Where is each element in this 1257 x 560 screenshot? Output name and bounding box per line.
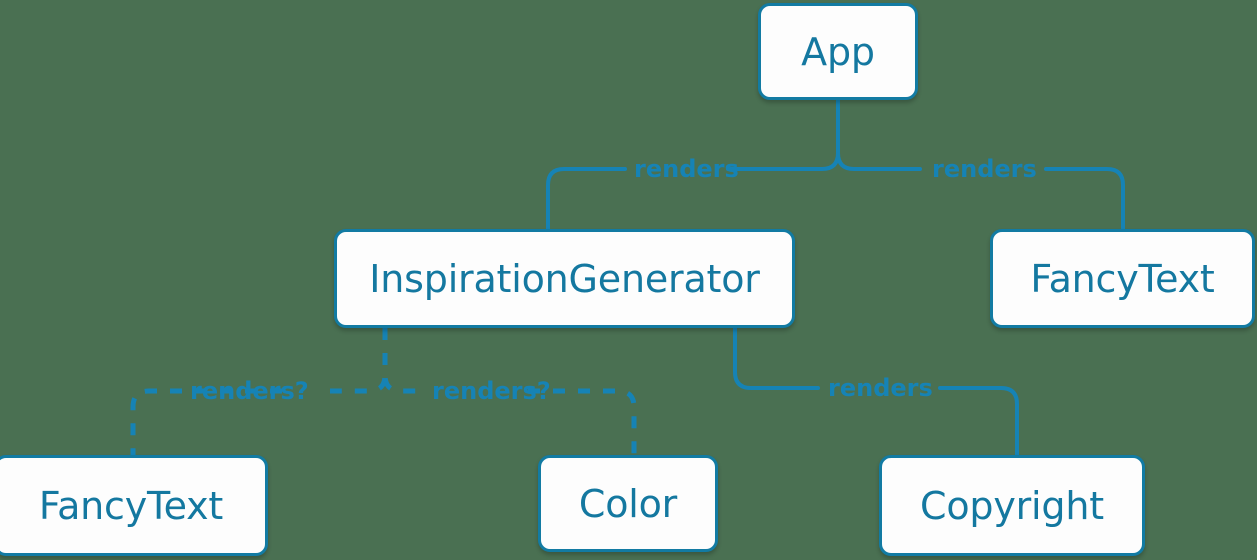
node-fancytext-right[interactable]: FancyText bbox=[990, 229, 1255, 328]
edge-label-inspirationgenerator-to-color: renders? bbox=[432, 377, 551, 405]
node-copyright-label: Copyright bbox=[920, 483, 1104, 528]
edge-app-to-inspirationgenerator-tail bbox=[546, 167, 627, 231]
node-inspirationgenerator-label: InspirationGenerator bbox=[369, 256, 760, 301]
node-app[interactable]: App bbox=[758, 3, 918, 100]
edge-app-to-inspirationgenerator bbox=[726, 98, 840, 171]
node-app-label: App bbox=[801, 29, 875, 74]
edge-inspirationgenerator-to-color-tail bbox=[528, 388, 637, 455]
edge-inspirationgenerator-to-copyright-tail bbox=[938, 386, 1019, 457]
edge-label-app-to-inspirationgenerator: renders bbox=[634, 155, 739, 183]
node-fancytext-right-label: FancyText bbox=[1030, 256, 1215, 301]
edge-label-inspirationgenerator-to-copyright: renders bbox=[828, 374, 933, 402]
edge-inspirationgenerator-to-fancytext-tail bbox=[130, 388, 282, 455]
node-fancytext-bottom[interactable]: FancyText bbox=[0, 455, 268, 556]
node-inspirationgenerator[interactable]: InspirationGenerator bbox=[334, 229, 795, 328]
edge-label-inspirationgenerator-to-fancytext: renders? bbox=[190, 377, 309, 405]
node-fancytext-bottom-label: FancyText bbox=[38, 483, 224, 528]
node-color[interactable]: Color bbox=[538, 455, 718, 552]
node-color-label: Color bbox=[578, 481, 678, 526]
edge-label-app-to-fancytext: renders bbox=[932, 155, 1037, 183]
edge-app-to-fancytext-tail bbox=[1044, 167, 1125, 231]
edge-inspirationgenerator-to-copyright bbox=[733, 326, 820, 390]
edge-inspirationgenerator-to-fancytext bbox=[330, 328, 388, 394]
node-copyright[interactable]: Copyright bbox=[879, 455, 1145, 556]
edge-inspirationgenerator-to-color bbox=[382, 328, 418, 394]
edge-app-to-fancytext bbox=[836, 98, 922, 171]
